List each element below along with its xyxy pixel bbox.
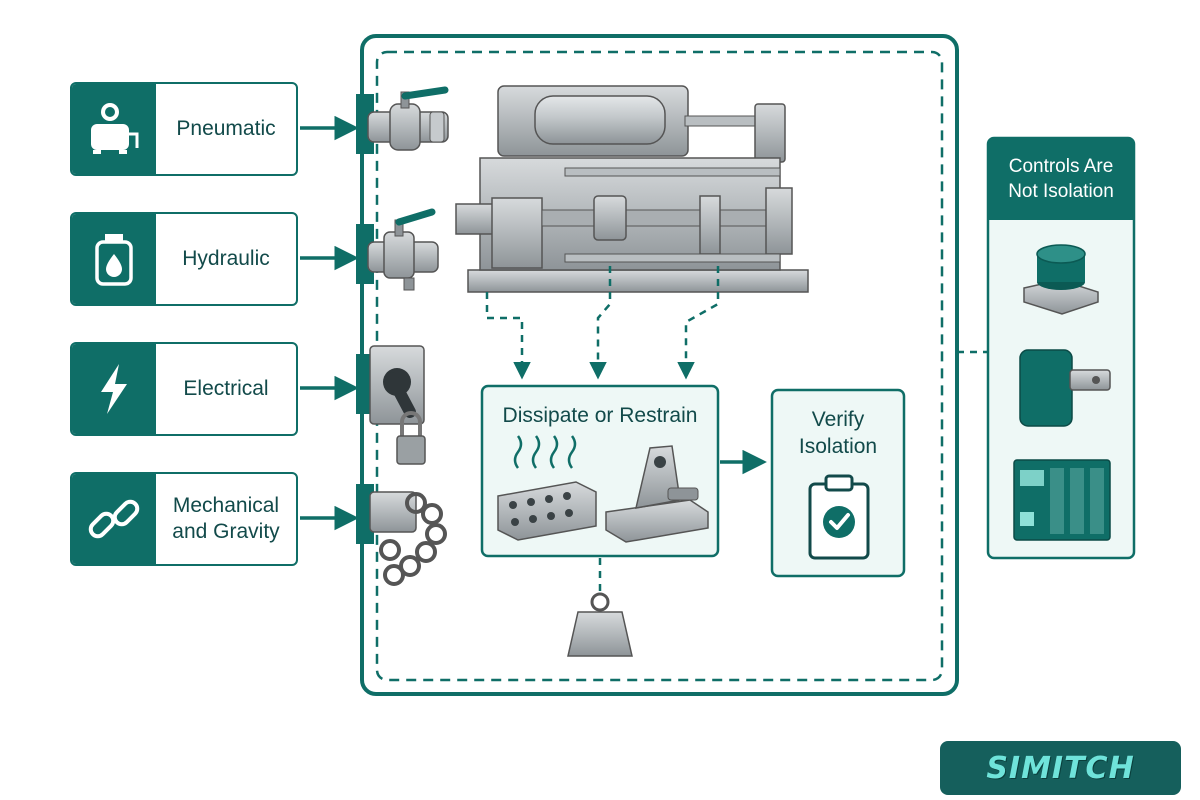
machine-illustration — [455, 85, 809, 293]
lightning-bolt-icon — [72, 344, 156, 434]
controls-panel-title: Controls Are Not Isolation — [988, 138, 1134, 220]
connector-machine-center — [589, 266, 612, 380]
source-label-mechanical: Mechanical and Gravity — [172, 494, 280, 543]
chain-link-icon — [72, 474, 156, 564]
clipboard-check-icon — [808, 474, 870, 560]
air-compressor-icon — [72, 84, 156, 174]
connector-machine-left — [485, 292, 531, 380]
gravity-weight-icon — [567, 592, 633, 657]
brand-logo: SIMITCH — [940, 741, 1181, 795]
heat-dissipation-illustration — [497, 435, 597, 541]
push-button-icon — [1023, 244, 1099, 315]
connector-machine-right — [677, 266, 720, 380]
source-label-pneumatic: Pneumatic — [176, 117, 276, 140]
mechanical-chain-lock — [369, 491, 447, 586]
source-card-mechanical: Mechanical and Gravity — [70, 472, 298, 566]
source-label-electrical: Electrical — [183, 377, 269, 400]
source-card-pneumatic: Pneumatic — [70, 82, 298, 176]
limit-switch-icon — [1019, 349, 1111, 427]
entry-brackets — [356, 94, 374, 544]
hydraulic-fluid-icon — [72, 214, 156, 304]
pneumatic-valve — [367, 86, 449, 151]
source-label-hydraulic: Hydraulic — [182, 247, 270, 270]
dissipate-title: Dissipate or Restrain — [502, 404, 698, 427]
restraint-block-illustration — [605, 445, 709, 543]
source-card-hydraulic: Hydraulic — [70, 212, 298, 306]
electrical-disconnect — [369, 345, 426, 465]
verify-title: Verify Isolation — [798, 408, 878, 458]
logo-text: SIMITCH — [986, 750, 1135, 786]
hydraulic-valve — [367, 208, 439, 291]
source-card-electrical: Electrical — [70, 342, 298, 436]
plc-controller-icon — [1013, 459, 1111, 541]
